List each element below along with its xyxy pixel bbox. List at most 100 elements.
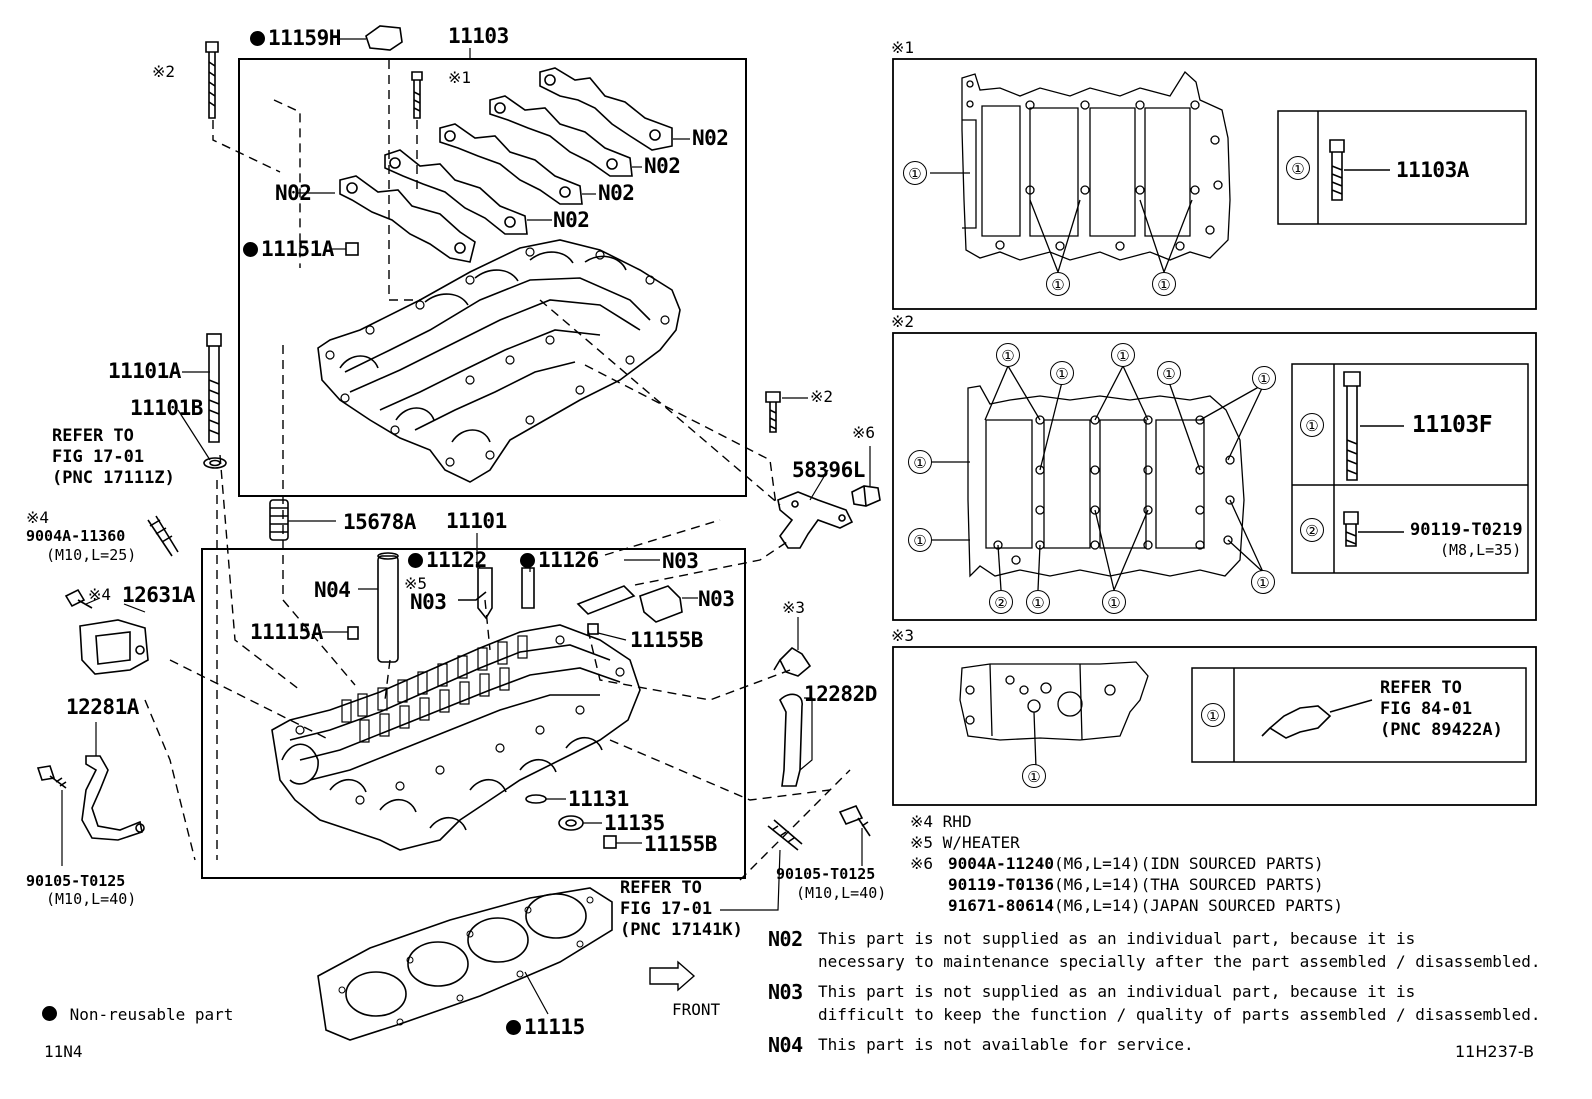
camshaft-caps: [339, 67, 673, 263]
panel1-housing-view: [930, 70, 1231, 273]
callout-1: ①: [1201, 703, 1225, 727]
refer-text: FIG 84-01: [1380, 699, 1473, 719]
callout-1: ①: [908, 450, 932, 474]
callout-1: ①: [1252, 366, 1276, 390]
note-code-n03: N03: [698, 587, 735, 611]
part-label-12281A: 12281A: [66, 695, 139, 719]
callout-1: ①: [1102, 590, 1126, 614]
note-code-n02: N02: [275, 181, 312, 205]
note-code-n03: N03: [662, 549, 699, 573]
callout-1: ①: [1286, 156, 1310, 180]
footnote-mark-1: ※1: [448, 68, 472, 87]
callout-1: ①: [1046, 272, 1070, 296]
part-label-58396L: 58396L: [792, 458, 865, 482]
part-label-15678A: 15678A: [343, 510, 416, 534]
footnote-6-tag: ※6: [910, 854, 934, 873]
footnote-heater: ※5 W/HEATER: [910, 833, 1020, 852]
part-label-11131: 11131: [568, 787, 629, 811]
refer-text: (PNC 89422A): [1380, 720, 1503, 740]
callout-2: ②: [989, 590, 1013, 614]
note-text: difficult to keep the function / quality…: [818, 1005, 1541, 1024]
part-spec: (M10,L=40): [796, 884, 887, 902]
footnote-mark-3: ※3: [782, 598, 806, 617]
part-label-11122: 11122: [408, 550, 487, 571]
part-spec: (M8,L=35): [1440, 541, 1522, 559]
callout-1: ①: [1157, 361, 1181, 385]
part-label-11159H: 11159H: [250, 28, 341, 49]
diagram-code-right: 11H237-B: [1455, 1042, 1535, 1061]
part-label-11103: 11103: [448, 24, 509, 48]
callout-1: ①: [903, 161, 927, 185]
panel3-head-view: [959, 661, 1149, 769]
refer-text: REFER TO: [620, 878, 702, 898]
footnote-mark-6: ※6: [852, 423, 876, 442]
note-text: This part is not supplied as an individu…: [818, 982, 1416, 1001]
panel-1-tag: ※1: [891, 38, 915, 57]
part-label-11101B: 11101B: [130, 396, 203, 420]
part-spec: (M10,L=25): [46, 546, 137, 564]
part-label-9004A-11360: 9004A-11360: [26, 527, 126, 545]
refer-text: FIG 17-01: [620, 899, 713, 919]
refer-text: (PNC 17111Z): [52, 468, 175, 488]
non-reusable-dot-icon: [408, 553, 423, 568]
callout-1: ①: [996, 343, 1020, 367]
non-reusable-dot-icon: [243, 242, 258, 257]
legend-non-reusable: Non-reusable part: [42, 1006, 233, 1023]
refer-text: REFER TO: [52, 426, 134, 446]
note-code-n02: N02: [644, 154, 681, 178]
callout-1: ①: [1152, 272, 1176, 296]
part-label-11115: 11115: [506, 1017, 585, 1038]
diagram-code-left: 11N4: [44, 1042, 83, 1061]
note-text: necessary to maintenance specially after…: [818, 952, 1541, 971]
footnote-6-line-3: 91671-80614(M6,L=14)(JAPAN SOURCED PARTS…: [948, 896, 1343, 915]
note-code-n02: N02: [692, 126, 729, 150]
part-label-90105-T0125: 90105-T0125: [776, 865, 876, 883]
head-gasket: [317, 887, 613, 1041]
footnote-6-line-2: 90119-T0136(M6,L=14)(THA SOURCED PARTS): [948, 875, 1324, 894]
refer-text: REFER TO: [1380, 678, 1462, 698]
part-spec: (M10,L=40): [46, 890, 137, 908]
part-label-90105-T0125: 90105-T0125: [26, 872, 126, 890]
note-text: This part is not supplied as an individu…: [818, 929, 1416, 948]
camshaft-housing: [317, 239, 681, 483]
non-reusable-dot-icon: [520, 553, 535, 568]
refer-text: FIG 17-01: [52, 447, 145, 467]
note-code-n03: N03: [410, 590, 447, 614]
part-label-11135: 11135: [604, 811, 665, 835]
non-reusable-dot-icon: [42, 1006, 57, 1021]
callout-1: ①: [908, 528, 932, 552]
callout-1: ①: [1050, 361, 1074, 385]
footnote-rhd: ※4 RHD: [910, 812, 972, 831]
callout-1: ①: [1022, 764, 1046, 788]
part-label-11155B: 11155B: [644, 832, 717, 856]
bolts-top: [205, 41, 423, 119]
part-label-12282D: 12282D: [804, 682, 877, 706]
footnote-mark-4: ※4: [26, 508, 50, 527]
note-code-n04: N04: [768, 1033, 803, 1057]
callout-1: ①: [1251, 570, 1275, 594]
part-label-11101: 11101: [446, 509, 507, 533]
callout-1: ①: [1026, 590, 1050, 614]
part-label-11115A: 11115A: [250, 620, 323, 644]
note-code-n04: N04: [314, 578, 351, 602]
note-code-n02: N02: [598, 181, 635, 205]
non-reusable-dot-icon: [250, 31, 265, 46]
front-direction-label: FRONT: [672, 1000, 721, 1019]
note-code-n02: N02: [768, 927, 803, 951]
non-reusable-dot-icon: [506, 1020, 521, 1035]
footnote-6-line-1: 9004A-11240(M6,L=14)(IDN SOURCED PARTS): [948, 854, 1324, 873]
panel-3-tag: ※3: [891, 626, 915, 645]
note-code-n03: N03: [768, 980, 803, 1004]
callout-1: ①: [1111, 343, 1135, 367]
footnote-mark-2: ※2: [152, 62, 176, 81]
footnote-mark-4: ※4: [88, 585, 112, 604]
cylinder-head: [271, 624, 641, 851]
oil-filter-screen: [269, 499, 289, 541]
note-code-n02: N02: [553, 208, 590, 232]
panel2-head-view: [932, 365, 1265, 591]
callout-1: ①: [1300, 413, 1324, 437]
part-label-11103A: 11103A: [1396, 158, 1469, 182]
solid-leaders: [61, 38, 871, 1015]
footnote-mark-2: ※2: [810, 387, 834, 406]
